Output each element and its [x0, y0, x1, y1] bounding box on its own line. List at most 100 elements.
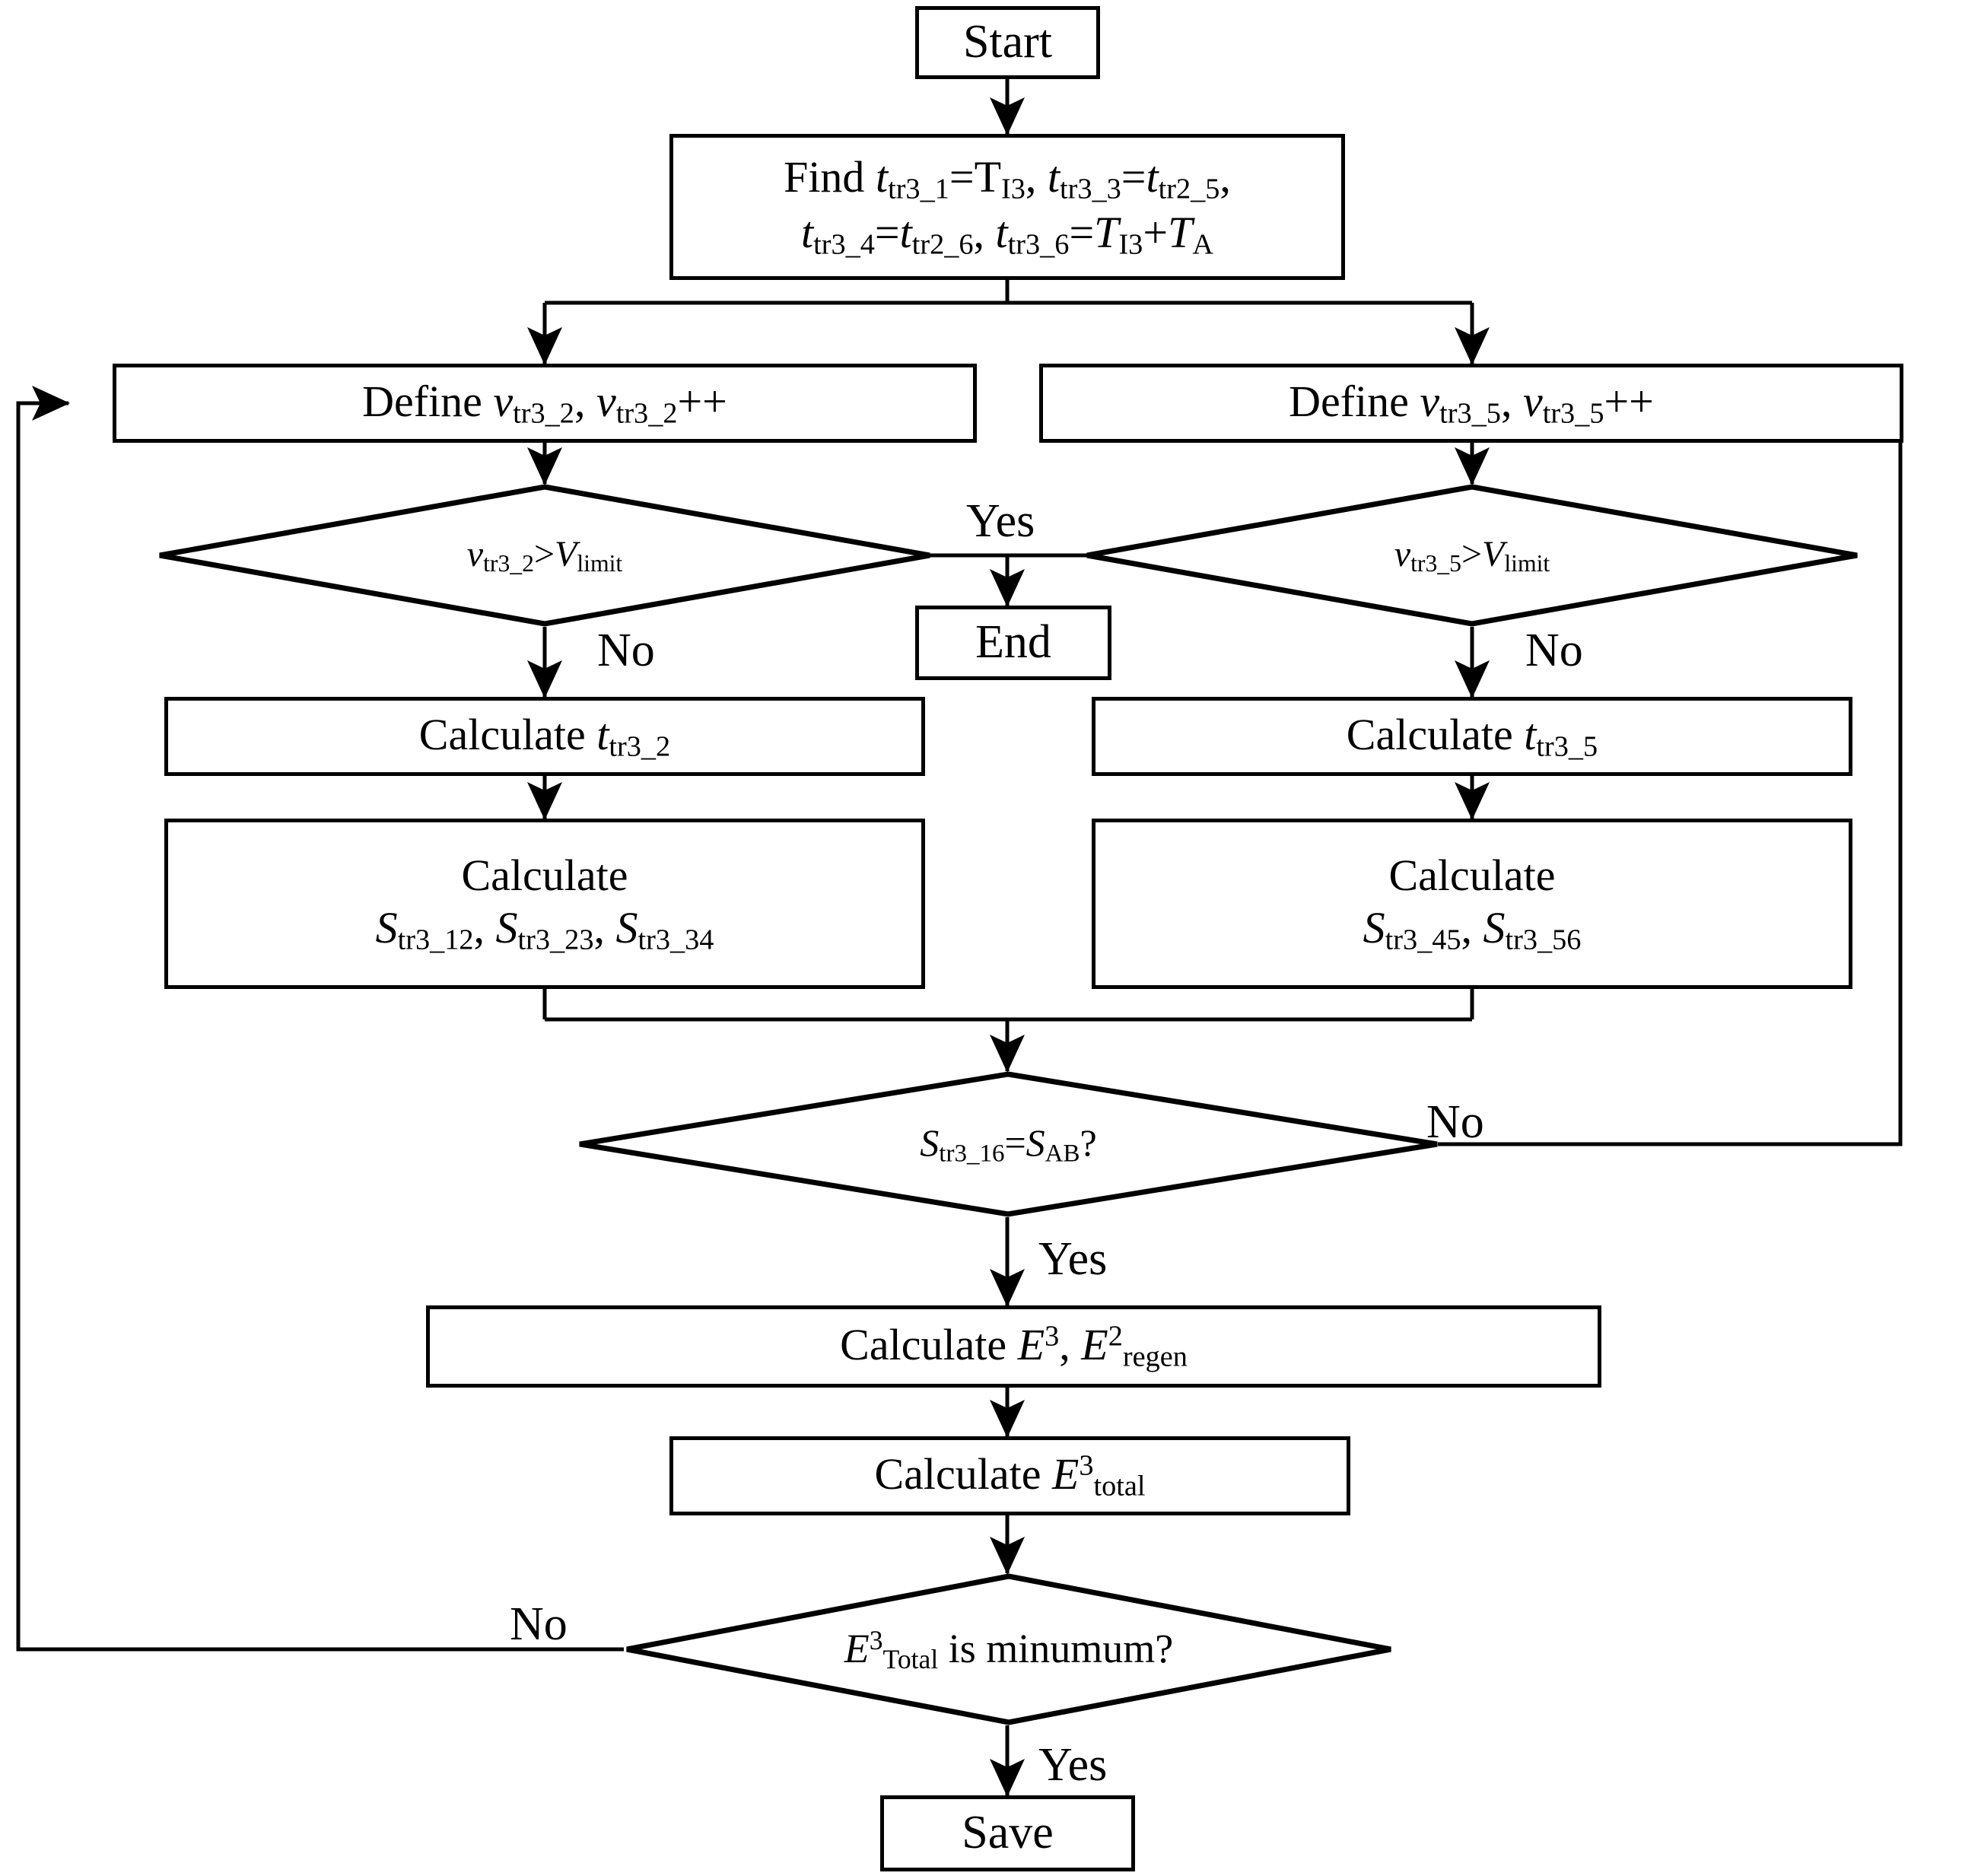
- calce-e2-sup: 2: [1108, 1320, 1123, 1353]
- calcsl-s2: S: [495, 902, 518, 952]
- edge-label-no-sab: No: [1426, 1096, 1484, 1148]
- definel-a-sub: tr3_2: [513, 397, 574, 430]
- calcsr-s2-sub: tr3_56: [1505, 924, 1582, 956]
- node-calc-s-left-text: Calculate Str3_12, Str3_23, Str3_34: [376, 850, 714, 957]
- calcsr-s1-sub: tr3_45: [1385, 924, 1461, 956]
- find-v2: t: [1146, 152, 1159, 202]
- find-v4: T: [1094, 208, 1119, 257]
- node-calc-s-right-text: Calculate Str3_45, Str3_56: [1363, 850, 1582, 957]
- decl-a-sub: tr3_2: [483, 549, 534, 577]
- calcetot-e1-sup: 3: [1079, 1449, 1094, 1482]
- edge-label-yes-emin: Yes: [1038, 1739, 1108, 1791]
- find-eq3: =: [874, 208, 900, 257]
- decemin-a: E: [844, 1625, 870, 1671]
- node-calc-e[interactable]: Calculate E3, E2regen: [426, 1305, 1601, 1388]
- find-t4-sub: tr3_6: [1007, 228, 1070, 261]
- calce-e1: E: [1017, 1319, 1045, 1369]
- find-sep3: ,: [973, 208, 996, 257]
- node-define-right[interactable]: Define vtr3_5, vtr3_5++: [1039, 364, 1903, 443]
- node-define-right-text: Define vtr3_5, vtr3_5++: [1289, 376, 1654, 431]
- decl-b-sub: limit: [577, 549, 623, 577]
- node-calc-t-left[interactable]: Calculate ttr3_2: [164, 697, 925, 776]
- node-decision-right[interactable]: vtr3_5>Vlimit: [1084, 484, 1860, 627]
- node-save[interactable]: Save: [880, 1795, 1135, 1871]
- node-end[interactable]: End: [915, 606, 1111, 680]
- node-calc-t-right[interactable]: Calculate ttr3_5: [1092, 697, 1852, 776]
- find-v3-sub: tr2_6: [911, 228, 974, 261]
- calcsr-line1: Calculate: [1388, 851, 1556, 901]
- calcsl-s1: S: [375, 902, 398, 952]
- decs-a-sub: tr3_16: [939, 1140, 1005, 1168]
- decision-right-shape: [1086, 484, 1858, 627]
- decl-b: V: [555, 534, 577, 575]
- definer-pre: Define: [1289, 376, 1420, 426]
- edge-label-yes-center: Yes: [966, 495, 1035, 547]
- definer-b-sub: tr3_5: [1542, 397, 1604, 430]
- calctl-pre: Calculate: [418, 709, 597, 759]
- find-t4: t: [995, 208, 1008, 257]
- node-decision-sab-text: Str3_16=SAB?: [920, 1121, 1096, 1168]
- find-t3-sub: tr3_4: [813, 228, 875, 261]
- calcsl-line2: Str3_12, Str3_23, Str3_34: [376, 902, 714, 958]
- decision-emin-shape: [626, 1573, 1391, 1725]
- decr-a-sub: tr3_5: [1410, 549, 1461, 577]
- calcsr-sepa: ,: [1461, 902, 1483, 952]
- calce-e2-sub: regen: [1122, 1340, 1188, 1373]
- definel-sep: ,: [574, 376, 596, 426]
- decs-q: ?: [1080, 1121, 1097, 1164]
- node-calc-etotal-text: Calculate E3total: [874, 1448, 1145, 1504]
- edge-decemin-no-loop: [16, 386, 624, 1652]
- node-decision-left[interactable]: vtr3_2>Vlimit: [157, 484, 933, 627]
- calcetot-e1-sub: total: [1093, 1470, 1146, 1502]
- calcsl-s3: S: [615, 902, 638, 952]
- node-define-left[interactable]: Define vtr3_2, vtr3_2++: [113, 364, 977, 443]
- decemin-a-sub: Total: [882, 1643, 939, 1674]
- definel-post: ++: [677, 376, 727, 426]
- node-calc-etotal[interactable]: Calculate E3total: [669, 1436, 1350, 1515]
- definer-post: ++: [1604, 376, 1654, 426]
- node-decision-sab[interactable]: Str3_16=SAB?: [577, 1071, 1440, 1217]
- node-decision-left-text: vtr3_2>Vlimit: [467, 533, 622, 577]
- definer-a-sub: tr3_5: [1439, 397, 1501, 430]
- calcsl-line1: Calculate: [461, 851, 628, 901]
- edge-label-no-right: No: [1525, 625, 1583, 676]
- find-t2-sub: tr3_3: [1060, 173, 1121, 205]
- calcsl-s3-sub: tr3_34: [638, 924, 714, 956]
- find-t2: t: [1047, 152, 1060, 202]
- node-calc-s-right[interactable]: Calculate Str3_45, Str3_56: [1092, 819, 1852, 989]
- node-calc-t-right-text: Calculate ttr3_5: [1347, 709, 1598, 765]
- node-calc-s-left[interactable]: Calculate Str3_12, Str3_23, Str3_34: [164, 819, 925, 989]
- decemin-tail: is minumum?: [938, 1625, 1174, 1671]
- node-calc-t-left-text: Calculate ttr3_2: [419, 709, 670, 765]
- node-decision-emin-text: E3Total is minumum?: [844, 1624, 1174, 1675]
- calcetot-pre: Calculate: [874, 1448, 1052, 1499]
- node-decision-emin[interactable]: E3Total is minumum?: [624, 1573, 1394, 1725]
- definer-a: v: [1420, 376, 1440, 426]
- definer-b: v: [1522, 376, 1543, 426]
- edge-label-no-left: No: [597, 625, 655, 676]
- find-v2-sub: tr2_5: [1158, 173, 1220, 205]
- find-eq4: =: [1069, 208, 1095, 257]
- node-find[interactable]: Find ttr3_1=TI3, ttr3_3=ttr2_5, ttr3_4=t…: [669, 134, 1345, 280]
- decr-b-sub: limit: [1504, 549, 1550, 577]
- find-v1: T: [974, 152, 1001, 202]
- node-define-left-text: Define vtr3_2, vtr3_2++: [362, 376, 727, 431]
- find-t1-sub: tr3_1: [888, 173, 949, 205]
- decl-op: >: [533, 534, 555, 575]
- node-end-label: End: [975, 616, 1051, 669]
- definel-b-sub: tr3_2: [615, 397, 678, 430]
- calcsr-s1: S: [1363, 902, 1385, 952]
- calcsl-s1-sub: tr3_12: [397, 924, 474, 956]
- node-find-text: Find ttr3_1=TI3, ttr3_3=ttr2_5, ttr3_4=t…: [784, 151, 1231, 262]
- calcsl-s2-sub: tr3_23: [517, 924, 594, 956]
- decl-a: v: [466, 534, 484, 575]
- decision-sab-shape: [579, 1071, 1438, 1217]
- calcsr-s2: S: [1483, 902, 1506, 952]
- decr-op: >: [1461, 534, 1483, 575]
- definer-sep: ,: [1500, 376, 1523, 426]
- find-v1-sub: I3: [1001, 173, 1026, 205]
- node-start[interactable]: Start: [915, 6, 1100, 79]
- decs-b: S: [1026, 1121, 1045, 1164]
